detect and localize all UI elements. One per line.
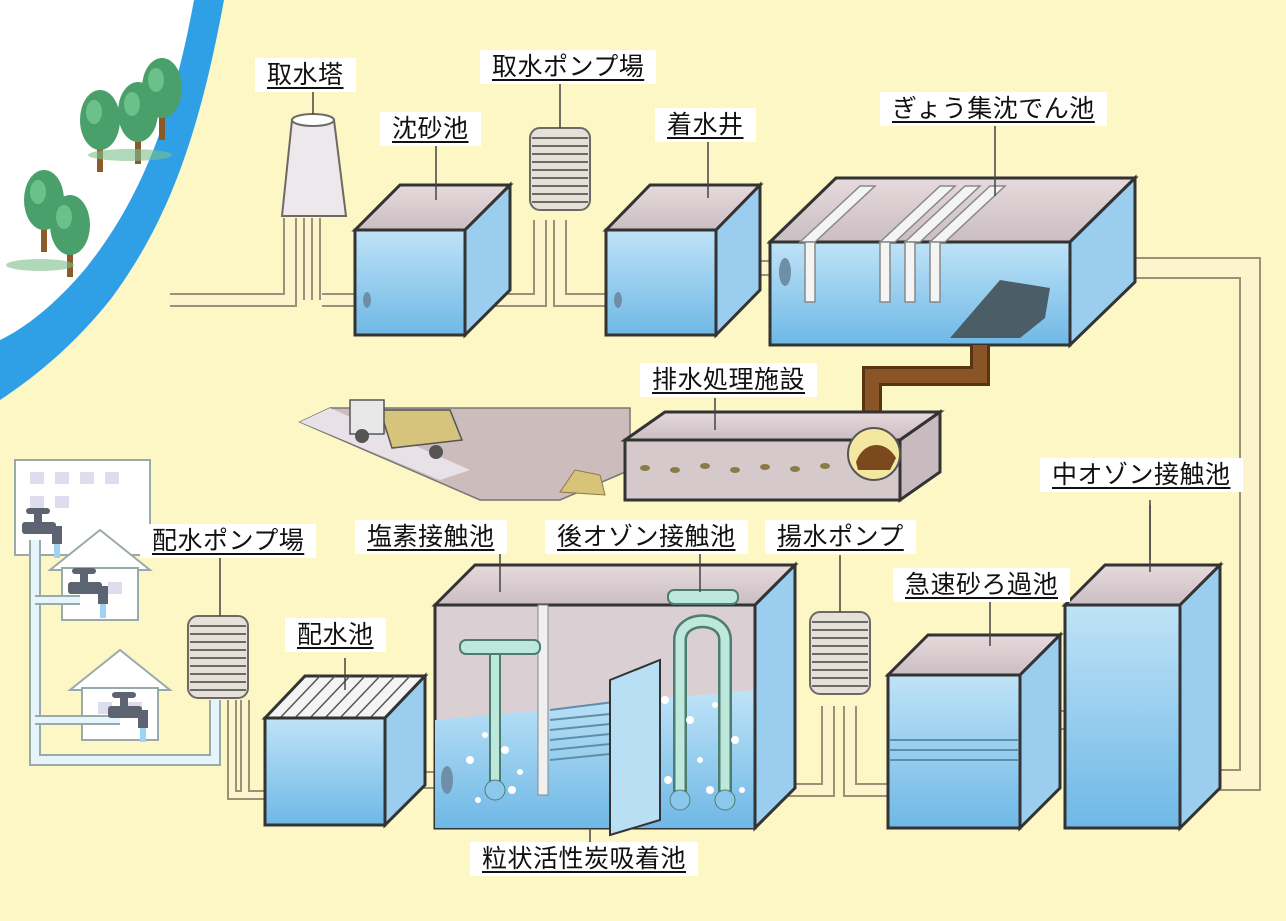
label-post-ozone: 後オゾン接触池 [545,520,748,554]
pump-icon [187,615,249,699]
label-dist-pump: 配水ポンプ場 [140,524,317,558]
distribution-pipes [29,540,221,766]
distribution-reservoir [261,672,429,829]
label-lift-pump: 揚水ポンプ [765,520,916,554]
tree-icon [6,58,182,277]
sludge-pipe [862,345,990,440]
pump-icon [809,611,871,695]
label-grit-chamber: 沈砂池 [380,112,481,146]
intermediate-ozone-tank [1061,561,1224,832]
house-icon [14,459,171,741]
waste-treatment-facility [298,407,945,503]
label-dist-reservoir: 配水池 [285,618,386,652]
label-receiving-well: 着水井 [655,108,756,142]
label-waste-treatment: 排水処理施設 [640,363,818,397]
coagulation-sedimentation-basin [766,174,1139,349]
grit-chamber [351,181,514,339]
label-mid-ozone: 中オゾン接触池 [1040,458,1243,492]
label-intake-pump: 取水ポンプ場 [480,50,657,84]
label-intake-tower: 取水塔 [255,58,356,92]
leader-lines [219,82,1151,842]
rapid-sand-filter [884,631,1064,832]
label-chlorine: 塩素接触池 [355,520,507,554]
pump-icon [529,127,591,211]
truck-icon [349,399,464,459]
intake-tower [280,113,348,217]
receiving-well [602,181,764,339]
label-gac: 粒状活性炭吸着池 [470,842,699,876]
label-rapid-filter: 急速砂ろ過池 [893,568,1071,602]
label-coag-sed: ぎょう集沈でん池 [880,92,1107,126]
